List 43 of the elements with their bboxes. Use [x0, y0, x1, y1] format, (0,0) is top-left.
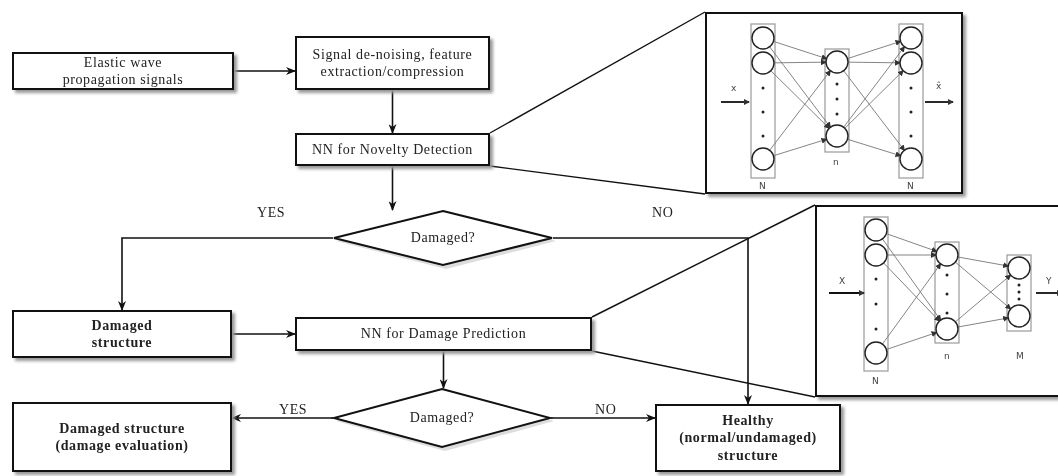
variable-label: x̂ — [936, 82, 942, 91]
variable-label: N — [872, 377, 879, 386]
process-box — [295, 133, 490, 166]
arrow — [233, 67, 296, 75]
decision-label: Damaged? — [410, 230, 476, 246]
arrow — [231, 414, 334, 422]
box-label: Healthy (normal/undamaged) structure — [678, 411, 818, 465]
arrow — [118, 237, 334, 311]
process-box — [655, 404, 841, 472]
variable-label: Y — [1046, 277, 1052, 286]
zoom-line — [489, 11, 706, 134]
inset-panel — [815, 205, 1058, 397]
variable-label: X — [839, 277, 846, 286]
decision-diamond — [333, 388, 551, 448]
arrow — [439, 350, 448, 389]
decision-diamond — [333, 210, 553, 266]
arrow — [231, 330, 296, 338]
inset-panel — [705, 12, 963, 194]
zoom-line — [591, 204, 816, 318]
box-label: Signal de-noising, feature extraction/compression — [311, 45, 474, 81]
zoom-line — [591, 350, 816, 398]
box-label: NN for Damage Prediction — [360, 325, 527, 343]
arrow — [388, 165, 397, 211]
box-label: Damaged structure — [90, 316, 154, 352]
box-label: Damaged structure (damage evaluation) — [54, 419, 190, 455]
decision-label: Damaged? — [409, 410, 475, 426]
arrow — [552, 237, 752, 405]
arrow — [550, 414, 656, 422]
process-box — [12, 310, 232, 358]
process-box — [295, 317, 592, 351]
variable-label: M — [1016, 352, 1024, 361]
variable-label: x — [731, 84, 737, 93]
variable-label: N — [759, 182, 766, 191]
variable-label: N — [907, 182, 914, 191]
process-box — [12, 402, 232, 472]
variable-label: n — [944, 352, 950, 361]
process-box — [12, 52, 234, 90]
process-box — [295, 36, 490, 90]
arrow — [388, 89, 397, 134]
box-label: NN for Novelty Detection — [312, 140, 473, 159]
zoom-line — [489, 165, 706, 195]
box-label: Elastic wave propagation signals — [61, 53, 185, 89]
variable-label: n — [833, 158, 839, 167]
